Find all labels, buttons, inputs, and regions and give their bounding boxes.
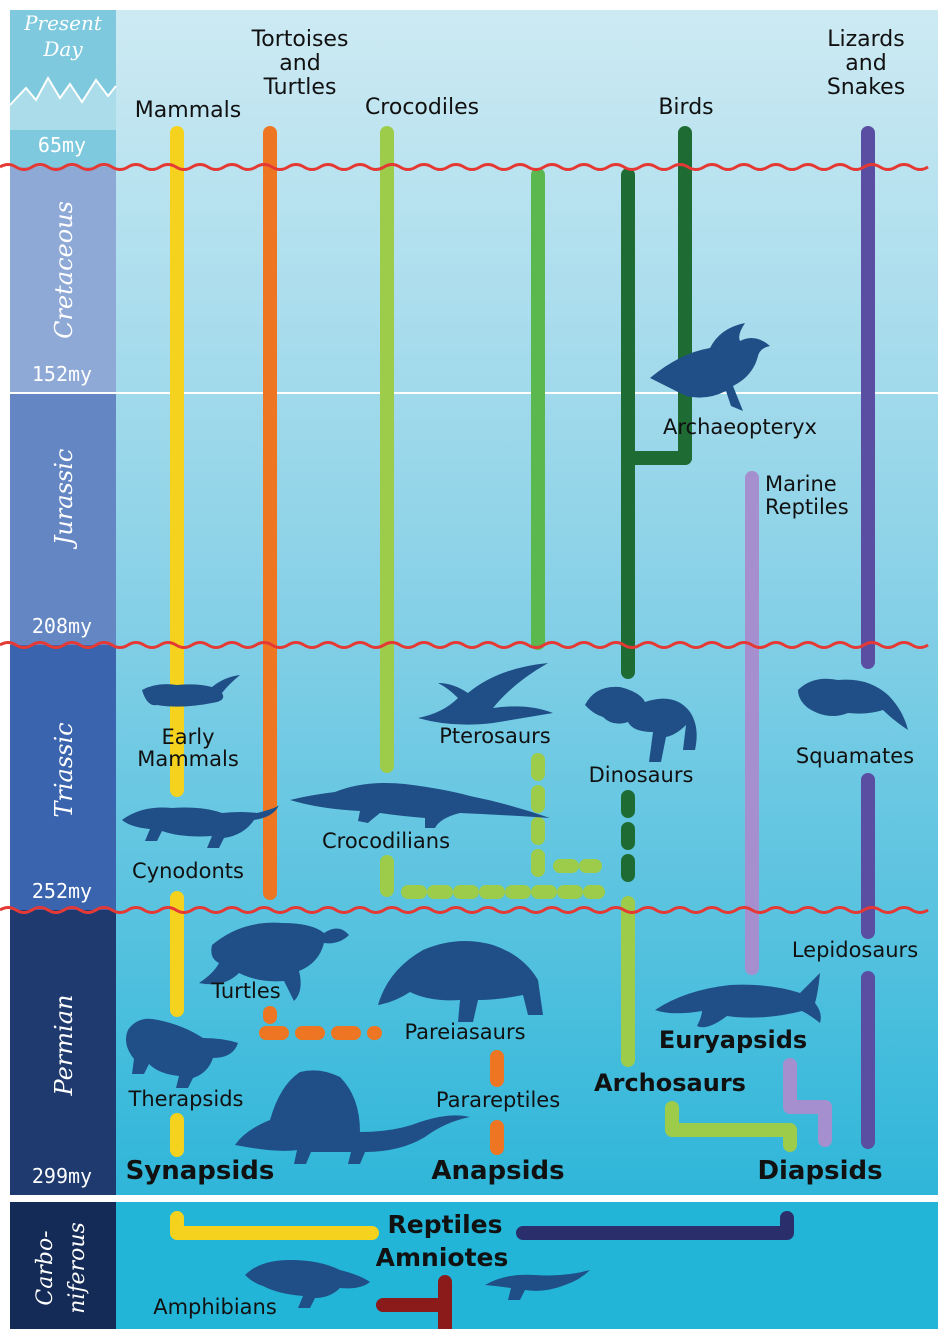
label-therapsids: Therapsids bbox=[128, 1087, 244, 1111]
label-amniotes: Amniotes bbox=[376, 1243, 509, 1272]
period-carboniferous bbox=[10, 1202, 116, 1329]
label-mammals: Mammals bbox=[135, 98, 241, 123]
label-anapsids: Anapsids bbox=[431, 1156, 564, 1186]
age-label: 152my bbox=[32, 362, 92, 386]
age-label: 299my bbox=[32, 1164, 92, 1188]
label-tortoises: Tortoises bbox=[251, 27, 349, 52]
period-label-jurassic: Jurassic bbox=[50, 449, 78, 551]
period-label-triassic: Triassic bbox=[50, 722, 78, 817]
period-label-present-2: Day bbox=[42, 37, 83, 61]
label-squamates: Squamates bbox=[796, 744, 914, 768]
age-label: 65my bbox=[38, 133, 86, 157]
label-synapsids: Synapsids bbox=[126, 1156, 275, 1186]
label-tortoises-3: Turtles bbox=[263, 75, 337, 100]
label-marine-reptiles-2: Reptiles bbox=[765, 495, 849, 519]
age-label: 208my bbox=[32, 614, 92, 638]
label-dinosaurs: Dinosaurs bbox=[589, 763, 694, 787]
label-euryapsids: Euryapsids bbox=[659, 1026, 807, 1054]
label-diapsids: Diapsids bbox=[757, 1156, 882, 1186]
label-turtles: Turtles bbox=[210, 979, 281, 1003]
label-lepidosaurs: Lepidosaurs bbox=[792, 938, 918, 962]
label-lizards-2: and bbox=[845, 51, 886, 76]
label-archaeopteryx: Archaeopteryx bbox=[663, 415, 817, 439]
label-crocodiles: Crocodiles bbox=[365, 95, 479, 120]
separator bbox=[0, 1195, 938, 1202]
label-birds: Birds bbox=[658, 95, 713, 120]
age-label: 252my bbox=[32, 879, 92, 903]
label-early-mammals: Early bbox=[161, 725, 214, 749]
label-lizards: Lizards bbox=[827, 27, 904, 52]
period-label-present: Present bbox=[23, 11, 103, 35]
label-amphibians: Amphibians bbox=[153, 1295, 277, 1319]
label-tortoises-2: and bbox=[279, 51, 320, 76]
period-label-carboniferous: Carbo- bbox=[33, 1230, 58, 1305]
label-parareptiles: Parareptiles bbox=[436, 1088, 560, 1112]
label-marine-reptiles: Marine bbox=[765, 472, 837, 496]
label-pterosaurs: Pterosaurs bbox=[439, 724, 551, 748]
label-lizards-3: Snakes bbox=[827, 75, 905, 100]
label-crocodilians: Crocodilians bbox=[322, 829, 450, 853]
label-pareiasaurs: Pareiasaurs bbox=[404, 1020, 525, 1044]
period-label-permian: Permian bbox=[50, 995, 78, 1097]
label-cynodonts: Cynodonts bbox=[132, 859, 244, 883]
period-label-cretaceous: Cretaceous bbox=[50, 201, 78, 339]
label-early-mammals-2: Mammals bbox=[137, 747, 239, 771]
period-label-carboniferous-2: niferous bbox=[65, 1222, 90, 1314]
label-archosaurs: Archosaurs bbox=[594, 1069, 746, 1097]
label-reptiles: Reptiles bbox=[387, 1210, 502, 1239]
